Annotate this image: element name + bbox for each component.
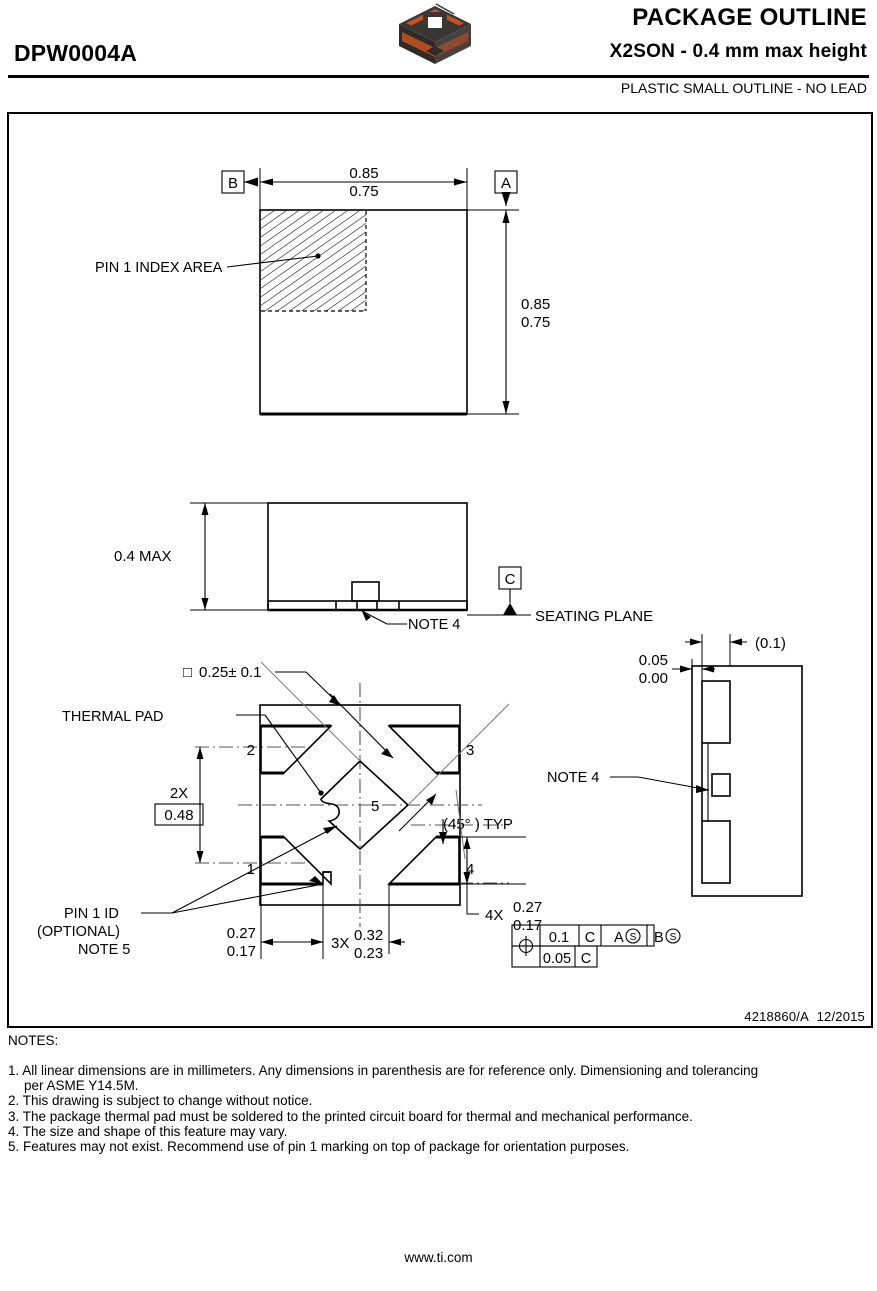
position-symbol [516,936,536,956]
gdt-datum-primary: C [585,930,595,946]
seating-plane-label: SEATING PLANE [535,608,653,625]
ti-package-3d-icon [399,3,471,64]
package-title: X2SON - 0.4 mm max height [609,41,867,62]
pin4-label: 4 [466,861,474,878]
notes-list: 1. All linear dimensions are in millimet… [8,1062,868,1155]
lead-len-max: 0.27 [513,899,542,916]
notes-title: NOTES: [8,1033,59,1048]
pin1-id-label-line2: (OPTIONAL) [37,924,120,940]
pitch-value-basic: 0.48 [164,807,193,824]
top-width-min: 0.75 [349,183,378,200]
top-width-max: 0.85 [349,165,378,182]
note-item-1: 1. All linear dimensions are in millimet… [8,1062,759,1078]
thermal-pad-label: THERMAL PAD [62,709,164,725]
pin1-label: 1 [247,861,255,878]
detail-ref-dim: (0.1) [755,635,786,652]
detail-side-view: NOTE 4 (0.1) 0.05 0.00 [547,634,803,897]
note-item-1-continued: per ASME Y14.5M. [24,1078,139,1094]
pad-width-max: 0.27 [227,925,256,942]
note-item-2: 2. This drawing is subject to change wit… [8,1093,313,1109]
note-item-5: 5. Features may not exist. Recommend use… [8,1139,630,1155]
gdt-datum-tertiary: B [654,930,664,946]
header-divider [8,75,869,78]
side-height-dim: 0.4 MAX [114,548,172,565]
pin1-id-label-line3: NOTE 5 [78,942,130,958]
gdt-datum-secondary: A [614,930,624,946]
angle-dim: (45° ) TYP [443,816,513,833]
page-footer: www.ti.com [404,1250,473,1265]
datum-b-label: B [228,175,238,192]
spacing-qty-label: 3X [331,935,349,952]
detail-standoff-max: 0.05 [639,652,668,669]
pin1-index-area-label: PIN 1 INDEX AREA [95,260,223,276]
package-subtitle: PLASTIC SMALL OUTLINE - NO LEAD [620,80,867,96]
side-note4-label: NOTE 4 [408,617,460,633]
gdt-feature-control-frame: 0.1 C A S B S 0.05 C [511,924,681,968]
detail-note4-label: NOTE 4 [547,770,599,786]
detail-standoff-min: 0.00 [639,670,668,687]
drawing-date: 12/2015 [816,1009,865,1024]
top-height-min: 0.75 [521,314,550,331]
revision-block: 4218860/A 12/2015 [744,1009,865,1024]
drawing-number: 4218860/A [744,1009,809,1024]
part-number: DPW0004A [14,40,138,66]
page-title: PACKAGE OUTLINE [632,4,867,31]
spacing-min: 0.23 [354,945,383,962]
pad-width-min: 0.17 [227,943,256,960]
datum-a-label: A [501,175,511,192]
top-height-max: 0.85 [521,296,550,313]
pitch-qty-label: 2X [170,785,188,802]
gdt-tolerance-2: 0.05 [543,951,571,967]
gdt-tolerance-1: 0.1 [549,930,569,946]
lead-qty-label: 4X [485,907,503,924]
drawing-frame: PIN 1 INDEX AREA 0.85 0.75 B 0.85 0.75 A [7,112,873,1028]
datum-c-label: C [505,571,516,588]
thermal-pad-square-symbol: □ [183,664,192,681]
note-item-3: 3. The package thermal pad must be solde… [8,1108,693,1124]
gdt-modifier-s-1: S [630,932,637,943]
gdt-modifier-s-2: S [670,932,677,943]
pin2-label: 2 [247,742,255,759]
gdt-datum-2: C [581,951,591,967]
top-view: PIN 1 INDEX AREA 0.85 0.75 B 0.85 0.75 A [37,165,803,968]
spacing-max: 0.32 [354,927,383,944]
pin3-label: 3 [466,742,474,759]
notes-section: NOTES: 1. All linear dimensions are in m… [8,1034,868,1155]
pin1-id-label-line1: PIN 1 ID [64,906,119,922]
note-item-4: 4. The size and shape of this feature ma… [8,1123,288,1139]
pin5-label: 5 [371,798,379,815]
page-header: DPW0004A PACKAGE OUTLINE X2SON - 0.4 mm … [0,0,877,96]
thermal-pad-dim: 0.25± 0.1 [199,664,261,681]
